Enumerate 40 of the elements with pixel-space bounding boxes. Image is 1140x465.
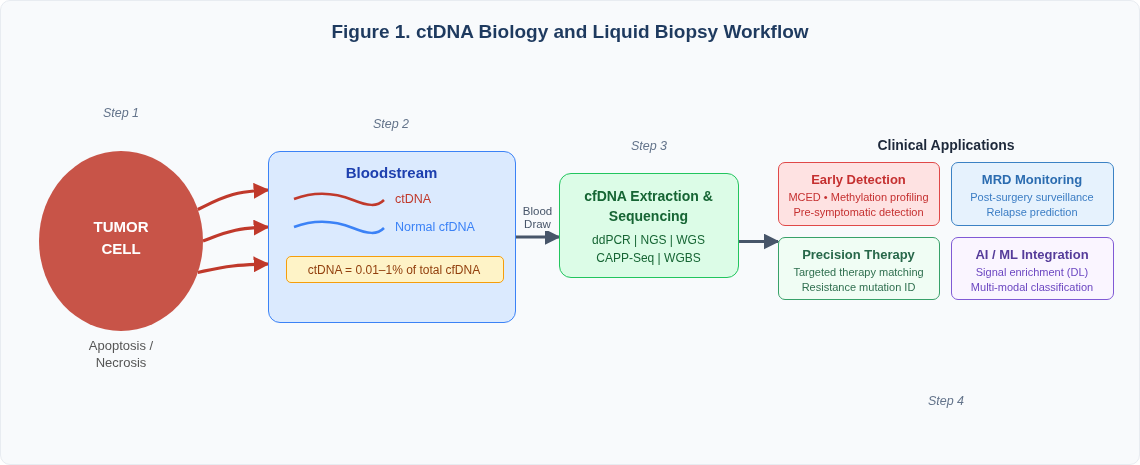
bloodstream-panel: [268, 151, 516, 323]
card-heading: Precision Therapy: [801, 247, 916, 262]
panel-heading: Bloodstream: [344, 164, 439, 181]
arrow: [739, 233, 780, 250]
card-text: MCED • Methylation profiling: [787, 191, 930, 203]
legend-label: ctDNA: [395, 192, 432, 206]
card-text: Relapse prediction: [985, 206, 1079, 218]
section-heading: Clinical Applications: [876, 137, 1016, 153]
legend-label: Normal cfDNA: [395, 220, 475, 234]
card-text: Resistance mutation ID: [800, 281, 917, 293]
application-card: [778, 237, 940, 300]
method-list: ddPCR | NGS | WGS: [560, 232, 737, 248]
note-text: ctDNA = 0.01–1% of total cfDNA: [306, 262, 482, 277]
card-text: Signal enrichment (DL): [974, 266, 1090, 278]
caption-text: Apoptosis / Necrosis: [87, 337, 155, 371]
cell-circle: [39, 151, 203, 331]
card-heading: MRD Monitoring: [980, 172, 1084, 187]
application-card: [951, 237, 1114, 300]
figure-title: Figure 1. ctDNA Biology and Liquid Biopsy Workflow: [330, 21, 810, 43]
card-text: Post-surgery surveillance: [969, 191, 1095, 203]
card-text: Targeted therapy matching: [792, 266, 925, 278]
method-list: CAPP-Seq | WGBS: [560, 250, 737, 266]
card-text: Pre-symptomatic detection: [792, 206, 925, 218]
arrow: [202, 219, 270, 243]
card-heading: AI / ML Integration: [974, 247, 1090, 262]
note-box: [285, 255, 504, 283]
step-label: Step 2: [371, 117, 411, 131]
arrow: [516, 229, 561, 245]
process-box: [559, 173, 739, 278]
step-label: Step 4: [926, 394, 966, 408]
application-card: [778, 162, 940, 226]
application-card: [951, 162, 1114, 226]
arrow: [197, 182, 270, 211]
cell-label: TUMOR CELL: [92, 217, 150, 259]
box-heading: cfDNA Extraction & Sequencing: [583, 187, 714, 226]
arrow: [197, 256, 270, 274]
step-label: Step 1: [101, 106, 141, 120]
card-text: Multi-modal classification: [969, 281, 1095, 293]
step-label: Step 3: [629, 139, 669, 153]
card-heading: Early Detection: [810, 172, 907, 187]
